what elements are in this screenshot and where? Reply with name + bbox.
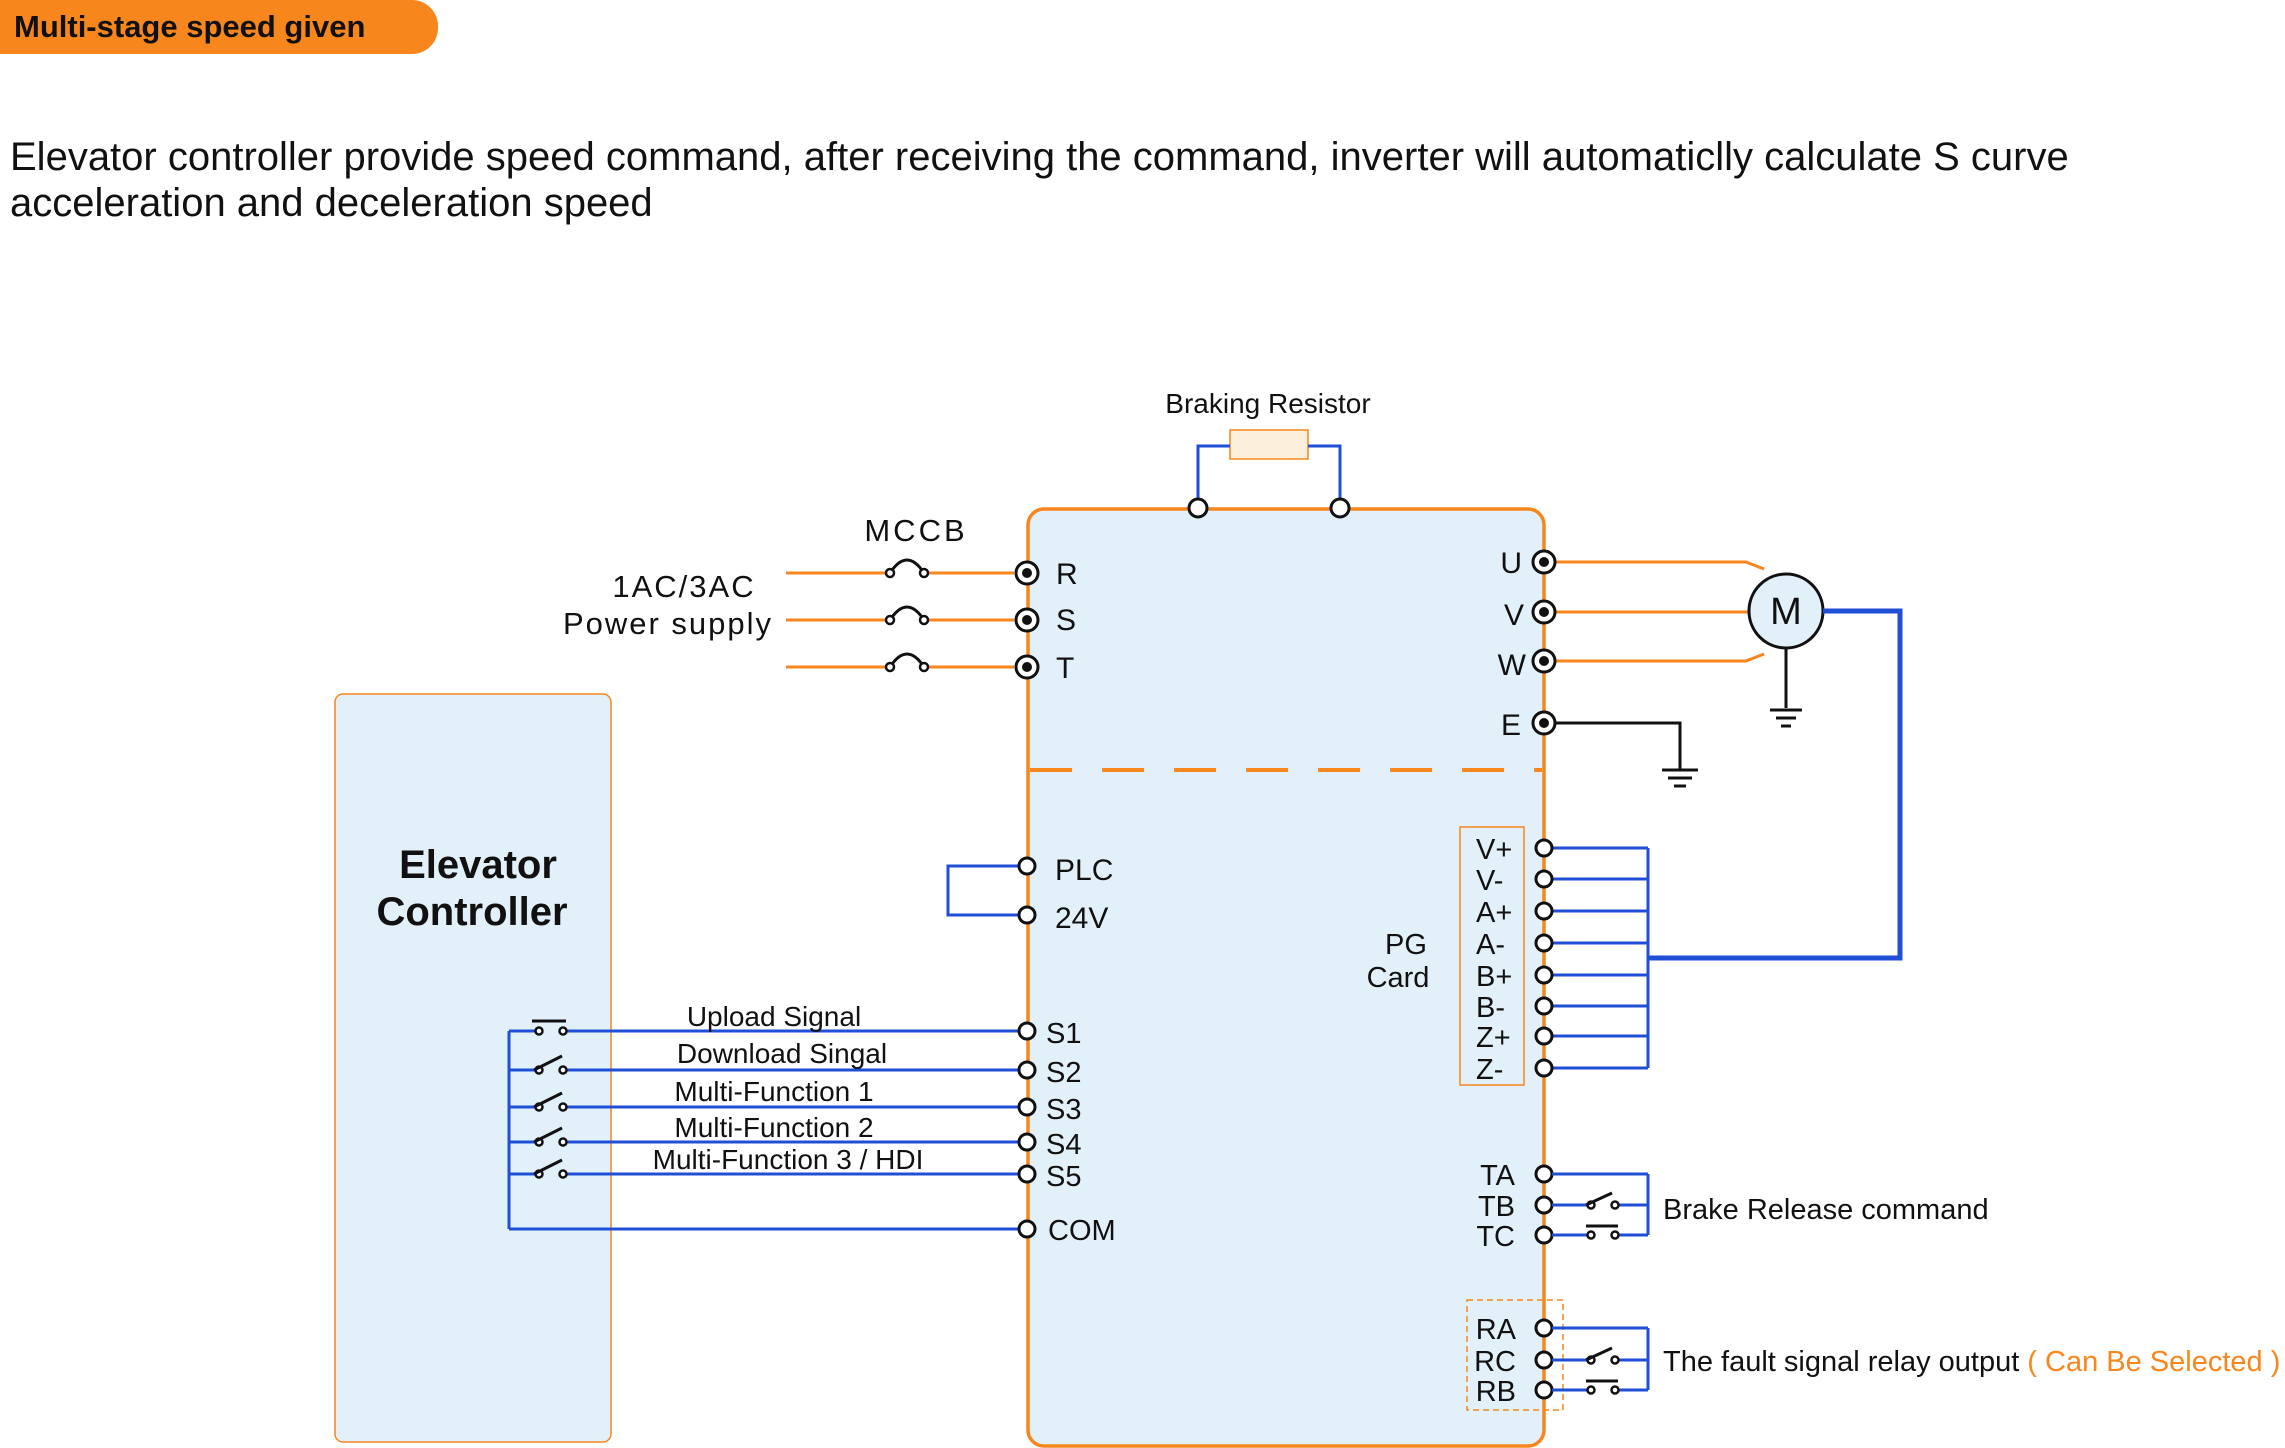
power-line-s xyxy=(786,605,1014,626)
pg-terminal-label: B+ xyxy=(1476,961,1512,993)
terminal-s-label: S xyxy=(1056,604,1076,637)
terminal-pg-0 xyxy=(1534,838,1554,858)
terminal-u-label: U xyxy=(1500,547,1522,580)
terminal-pg-2 xyxy=(1534,901,1554,921)
terminal-plc xyxy=(1017,856,1037,876)
terminal-fault-label: RA xyxy=(1476,1314,1517,1346)
elevator-controller-label: Elevator xyxy=(399,843,557,887)
terminal-com xyxy=(1017,1219,1037,1239)
braking-resistor xyxy=(1229,429,1309,460)
pg-terminal-label: Z+ xyxy=(1476,1022,1511,1054)
pg-card-frame xyxy=(1459,826,1525,1086)
pg-terminal-label: A+ xyxy=(1476,897,1512,929)
fault-output-optional: ( Can Be Selected ) xyxy=(2027,1346,2280,1378)
switch-contact xyxy=(533,1126,563,1144)
terminal-fault-1 xyxy=(1534,1350,1554,1370)
pg-card-label-2: Card xyxy=(1367,962,1430,994)
terminal-pg-1 xyxy=(1534,869,1554,889)
fault-output-label: The fault signal relay output( Can Be Se… xyxy=(1663,1346,2280,1378)
inverter-box xyxy=(1026,507,1546,1448)
section-title: Multi-stage speed given xyxy=(14,9,366,44)
terminal-brake-label: TB xyxy=(1478,1191,1515,1223)
switch-contact xyxy=(533,1054,563,1072)
power-supply-label: 1AC/3AC xyxy=(612,569,755,604)
terminal-pg-6 xyxy=(1534,1026,1554,1046)
terminal-s5-label: S5 xyxy=(1046,1161,1081,1193)
terminal-s xyxy=(1014,607,1040,633)
terminal-plc-label: PLC xyxy=(1055,854,1113,887)
ground-symbol-e xyxy=(1662,768,1698,788)
terminal-brake-1 xyxy=(1534,1195,1554,1215)
switch-contact xyxy=(533,1091,563,1109)
terminal-s3-label: S3 xyxy=(1046,1094,1081,1126)
terminal-brake-0 xyxy=(1534,1164,1554,1184)
ground-symbol-motor xyxy=(1770,708,1802,728)
section-badge: Multi-stage speed given xyxy=(0,0,438,54)
terminal-s1 xyxy=(1017,1021,1037,1041)
terminal-fault-label: RB xyxy=(1476,1376,1516,1408)
terminal-t-label: T xyxy=(1056,652,1074,685)
pg-terminal-label: V+ xyxy=(1476,834,1512,866)
mccb-label: MCCB xyxy=(864,513,967,548)
signal-label: Multi-Function 2 xyxy=(674,1112,873,1143)
terminal-t xyxy=(1014,654,1040,680)
description-text: Elevator controller provide speed comman… xyxy=(10,135,2069,225)
pg-terminal-label: A- xyxy=(1476,929,1505,961)
terminal-brake-2 xyxy=(1534,1225,1554,1245)
fault-output-text: The fault signal relay output xyxy=(1663,1346,2019,1378)
terminal-pg-3 xyxy=(1534,933,1554,953)
terminal-fault-label: RC xyxy=(1474,1346,1516,1378)
terminal-s2-label: S2 xyxy=(1046,1057,1081,1089)
terminal-v xyxy=(1531,599,1557,625)
fault-relay-frame xyxy=(1466,1299,1564,1411)
terminal-s3 xyxy=(1017,1097,1037,1117)
terminal-brake-label: TA xyxy=(1480,1160,1516,1192)
power-supply-label-2: Power supply xyxy=(563,606,773,641)
terminal-pg-4 xyxy=(1534,965,1554,985)
power-line-r xyxy=(786,558,1014,579)
signal-label: Download Singal xyxy=(677,1038,887,1069)
terminal-fault-2 xyxy=(1534,1380,1554,1400)
pg-terminal-label: V- xyxy=(1476,865,1503,897)
signal-label: Multi-Function 3 / HDI xyxy=(653,1144,924,1175)
terminal-s4 xyxy=(1017,1132,1037,1152)
motor-label: M xyxy=(1770,591,1802,633)
terminal-w-label: W xyxy=(1498,649,1527,682)
switch-contact xyxy=(533,1158,563,1176)
elevator-controller-box xyxy=(334,693,612,1443)
power-line-t xyxy=(786,652,1014,673)
terminal-w xyxy=(1531,648,1557,674)
pg-terminal-label: Z- xyxy=(1476,1054,1503,1086)
signal-label: Multi-Function 1 xyxy=(674,1076,873,1107)
pg-card-label: PG xyxy=(1385,929,1427,961)
terminal-pg-5 xyxy=(1534,996,1554,1016)
terminal-24v xyxy=(1017,905,1037,925)
terminal-s1-label: S1 xyxy=(1046,1018,1081,1050)
terminal-r-label: R xyxy=(1056,558,1078,591)
terminal-com-label: COM xyxy=(1048,1215,1116,1247)
terminal-u xyxy=(1531,549,1557,575)
terminal-fault-0 xyxy=(1534,1318,1554,1338)
encoder-feedback-wire xyxy=(1648,608,1903,961)
terminal-e-label: E xyxy=(1501,709,1521,742)
terminal-s2 xyxy=(1017,1060,1037,1080)
braking-resistor-label: Braking Resistor xyxy=(1165,388,1370,419)
pg-terminal-label: B- xyxy=(1476,992,1505,1024)
terminal-e xyxy=(1531,710,1557,736)
elevator-controller-label-2: Controller xyxy=(376,890,567,934)
terminal-v-label: V xyxy=(1504,599,1524,632)
terminal-brake-label: TC xyxy=(1476,1221,1515,1253)
terminal-r xyxy=(1014,560,1040,586)
terminal-pg-7 xyxy=(1534,1058,1554,1078)
terminal-s5 xyxy=(1017,1164,1037,1184)
brake-release-label: Brake Release command xyxy=(1663,1194,1989,1226)
terminal-s4-label: S4 xyxy=(1046,1129,1081,1161)
signal-label: Upload Signal xyxy=(687,1001,861,1032)
terminal-24v-label: 24V xyxy=(1055,902,1108,935)
